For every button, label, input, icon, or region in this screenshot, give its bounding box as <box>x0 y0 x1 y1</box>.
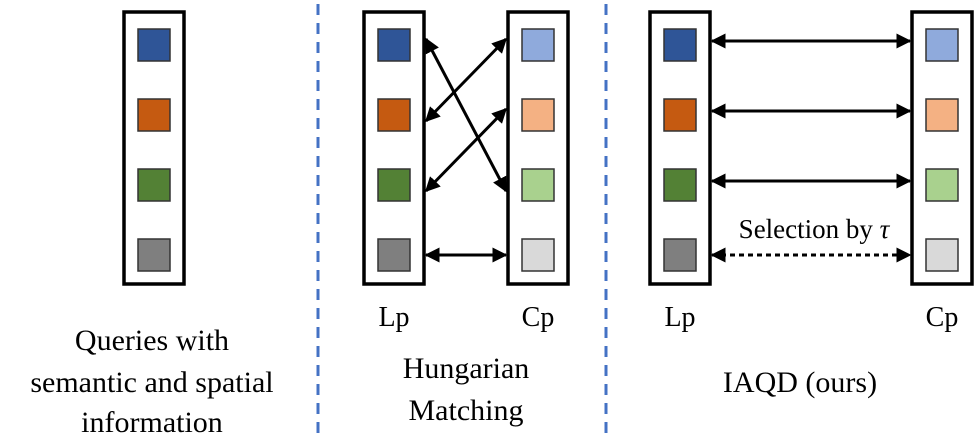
iaqd-caption: IAQD (ours) <box>723 366 877 399</box>
queries-square-2 <box>137 98 171 132</box>
hungarian-cp-label: Cp <box>522 302 555 333</box>
iaqd-cp-square-1 <box>925 28 959 62</box>
iaqd-lp-square-3 <box>663 168 697 202</box>
hungarian-cp-square-2 <box>521 98 555 132</box>
iaqd-lp-square-1 <box>663 28 697 62</box>
iaqd-lp-column-frame <box>648 10 712 286</box>
queries-column-frame <box>122 10 186 286</box>
queries-caption-line-3: information <box>81 406 223 439</box>
selection-text: Selection by <box>739 214 874 244</box>
hungarian-caption-line-2: Matching <box>409 394 524 427</box>
hungarian-cp-square-4 <box>521 238 555 272</box>
hungarian-match-arrow-1 <box>424 37 508 193</box>
queries-squares <box>137 28 171 272</box>
hungarian-arrows <box>424 37 508 263</box>
hungarian-lp-square-4 <box>377 238 411 272</box>
hungarian-cp-square-1 <box>521 28 555 62</box>
iaqd-selection-label: Selection by τ <box>739 214 891 244</box>
hungarian-lp-square-1 <box>377 28 411 62</box>
hungarian-match-arrow-2 <box>424 37 508 123</box>
iaqd-cp-label: Cp <box>926 302 959 333</box>
iaqd-cp-square-4 <box>925 238 959 272</box>
hungarian-lp-square-3 <box>377 168 411 202</box>
hungarian-lp-label: Lp <box>378 302 409 333</box>
hungarian-cp-square-3 <box>521 168 555 202</box>
hungarian-lp-squares <box>377 28 411 272</box>
queries-caption-line-2: semantic and spatial <box>30 366 273 399</box>
iaqd-cp-square-3 <box>925 168 959 202</box>
iaqd-lp-squares <box>663 28 697 272</box>
hungarian-match-arrow-3 <box>424 107 508 193</box>
iaqd-cp-squares <box>925 28 959 272</box>
queries-square-1 <box>137 28 171 62</box>
queries-caption-line-1: Queries with <box>75 324 229 357</box>
iaqd-arrows <box>710 33 912 263</box>
hungarian-caption-line-1: Hungarian <box>403 352 530 385</box>
queries-square-4 <box>137 238 171 272</box>
hungarian-lp-column-frame <box>362 10 426 286</box>
queries-square-3 <box>137 168 171 202</box>
iaqd-cp-square-2 <box>925 98 959 132</box>
iaqd-lp-square-2 <box>663 98 697 132</box>
iaqd-lp-square-4 <box>663 238 697 272</box>
hungarian-lp-square-2 <box>377 98 411 132</box>
iaqd-cp-column-frame <box>910 10 974 286</box>
hungarian-cp-squares <box>521 28 555 272</box>
hungarian-cp-column-frame <box>506 10 570 286</box>
tau-symbol: τ <box>880 214 891 244</box>
iaqd-lp-label: Lp <box>664 302 695 333</box>
